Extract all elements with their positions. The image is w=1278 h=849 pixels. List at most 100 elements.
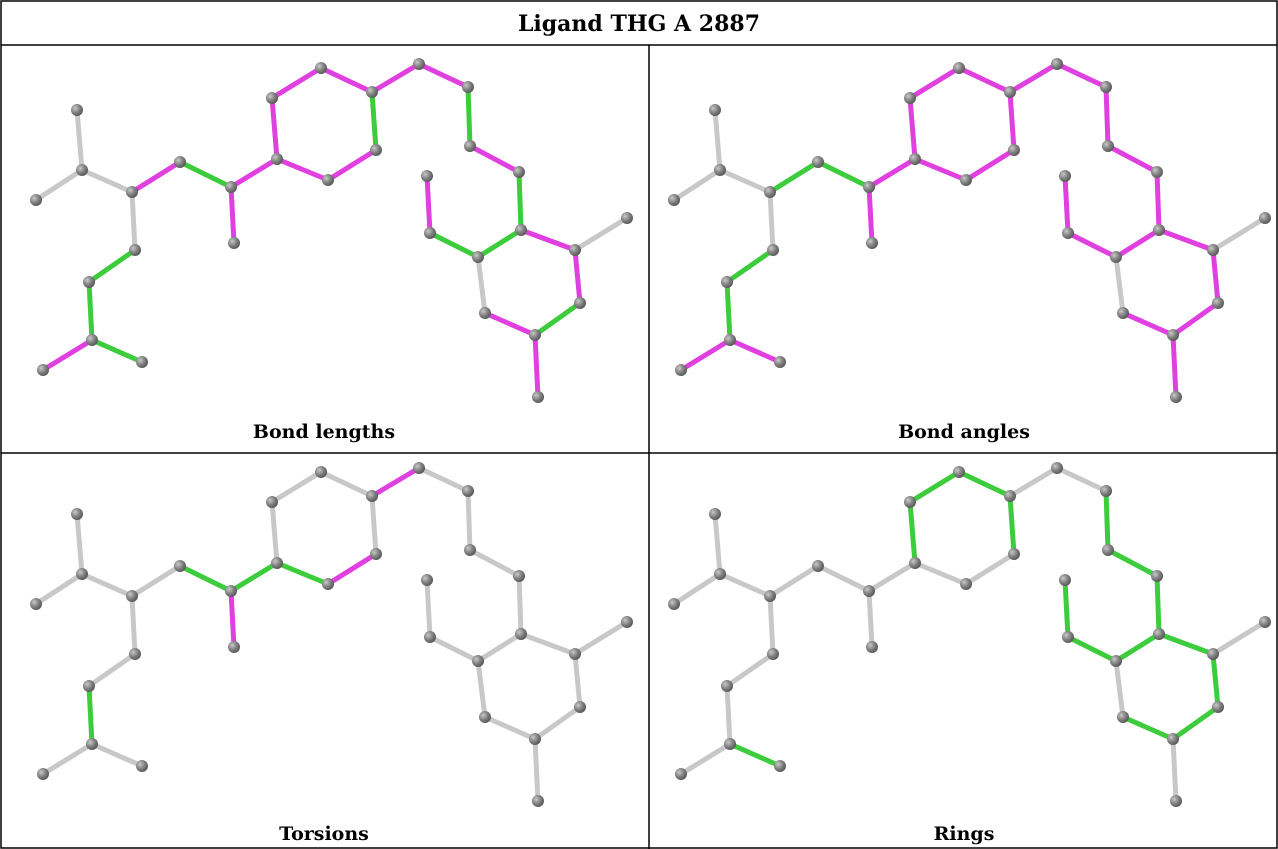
atom <box>136 760 148 772</box>
atom <box>126 186 138 198</box>
bond-magenta <box>866 156 918 190</box>
atom <box>909 153 921 165</box>
bond-green <box>907 469 962 505</box>
atom <box>266 496 278 508</box>
bond-green <box>1156 631 1216 657</box>
atom <box>1212 701 1224 713</box>
atom <box>574 297 586 309</box>
bond-magenta <box>1007 89 1017 153</box>
bond-default <box>482 714 538 742</box>
atom <box>574 701 586 713</box>
atom <box>1207 244 1219 256</box>
atom <box>1100 81 1112 93</box>
atom <box>1212 297 1224 309</box>
atom <box>71 104 83 116</box>
atom <box>569 648 581 660</box>
atom <box>529 329 541 341</box>
atom <box>421 574 433 586</box>
atom <box>1008 548 1020 560</box>
atom <box>126 590 138 602</box>
bond-green <box>907 499 918 566</box>
atom <box>1051 58 1063 70</box>
atom <box>1259 212 1271 224</box>
bond-default <box>89 741 145 769</box>
bond-green <box>1170 704 1221 742</box>
atom <box>71 508 83 520</box>
atom <box>863 181 875 193</box>
atom <box>721 680 733 692</box>
bond-default <box>678 741 733 777</box>
atom <box>904 496 916 508</box>
bond-default <box>475 254 488 316</box>
bond-green <box>1065 634 1119 664</box>
bond-green <box>1105 547 1160 579</box>
bond-green <box>956 469 1013 499</box>
bond-magenta <box>1120 310 1176 338</box>
atom-layer <box>668 462 1271 807</box>
atom <box>271 557 283 569</box>
atom <box>86 334 98 346</box>
bond-default <box>912 560 969 587</box>
bond-magenta <box>1210 247 1221 306</box>
bond-default <box>269 499 280 566</box>
atom <box>462 81 474 93</box>
bond-default <box>1007 465 1060 499</box>
panel-torsions: Torsions <box>30 462 633 845</box>
bond-default <box>1113 658 1126 720</box>
atom-layer <box>30 58 633 403</box>
atom <box>228 641 240 653</box>
atom <box>366 490 378 502</box>
atom <box>714 568 726 580</box>
atom <box>76 164 88 176</box>
bond-green <box>1062 577 1071 640</box>
bond-default <box>717 571 773 599</box>
atom <box>515 224 527 236</box>
atom <box>225 181 237 193</box>
bond-magenta <box>274 156 331 183</box>
bond-magenta <box>1113 227 1162 260</box>
atom-layer <box>30 462 633 807</box>
bond-default <box>516 573 524 637</box>
bond-green <box>1210 651 1221 710</box>
bond-default <box>318 469 375 499</box>
bond-default <box>74 107 85 173</box>
bond-layer <box>671 61 1268 400</box>
atom <box>370 548 382 560</box>
atom <box>174 560 186 572</box>
atom <box>472 251 484 263</box>
bond-green <box>228 560 280 594</box>
bond-green <box>89 337 145 365</box>
bond-magenta <box>1054 61 1109 90</box>
atom <box>904 92 916 104</box>
atom <box>370 144 382 156</box>
bond-magenta <box>318 65 375 95</box>
atom <box>1100 485 1112 497</box>
atom <box>960 174 972 186</box>
atom <box>529 733 541 745</box>
bond-magenta <box>956 65 1013 95</box>
atom <box>721 276 733 288</box>
bond-magenta <box>1156 227 1216 253</box>
bond-default <box>724 683 733 747</box>
bond-magenta <box>228 588 237 650</box>
bond-default <box>532 704 583 742</box>
atom <box>315 466 327 478</box>
atom <box>774 760 786 772</box>
bond-green <box>1113 631 1162 664</box>
bond-magenta <box>532 332 541 400</box>
bond-magenta <box>269 95 280 162</box>
atom <box>271 153 283 165</box>
bond-magenta <box>228 184 237 246</box>
bond-magenta <box>727 337 783 365</box>
bond-default <box>33 571 85 607</box>
bond-default <box>532 736 541 804</box>
bond-magenta <box>129 159 183 195</box>
bond-green <box>475 227 524 260</box>
bond-layer <box>33 61 630 400</box>
atom <box>863 585 875 597</box>
atom <box>1259 616 1271 628</box>
bond-green <box>86 683 95 747</box>
bond-green <box>1154 573 1162 637</box>
bond-default <box>467 547 522 579</box>
bond-default <box>269 469 324 505</box>
